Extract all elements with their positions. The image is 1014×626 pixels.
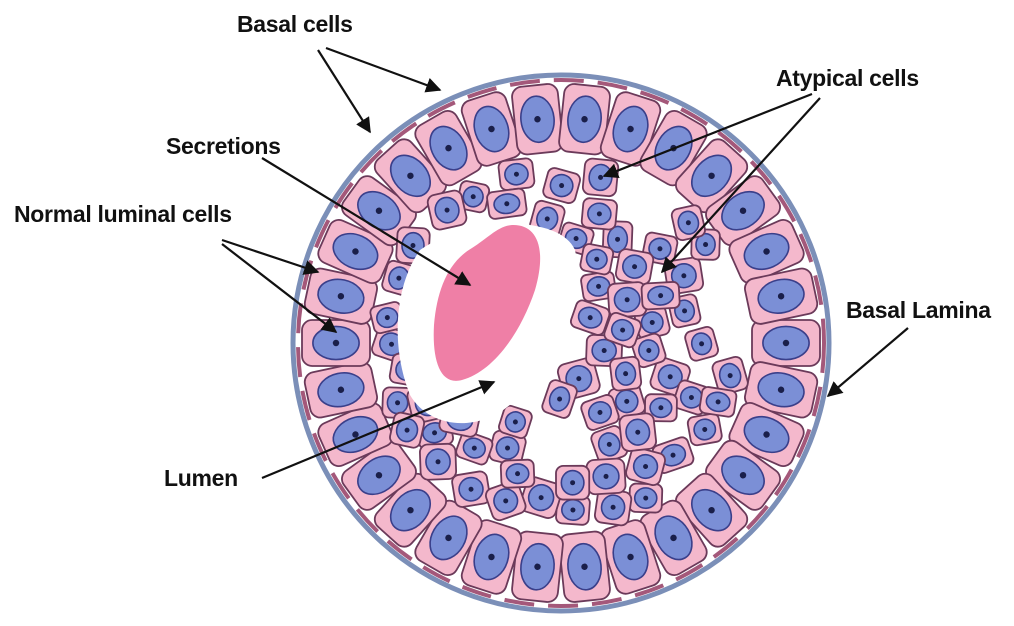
arrow-basal-cells-2 [326, 48, 440, 90]
label-normal-luminal-cells: Normal luminal cells [14, 201, 232, 227]
nucleolus [333, 340, 339, 346]
label-secretions: Secretions [166, 133, 281, 159]
atypical-cell [556, 466, 589, 500]
normal-luminal-cell [511, 83, 564, 155]
atypical-cell [582, 158, 619, 197]
atypical-cell [641, 282, 680, 310]
atypical-cell [451, 470, 491, 508]
atypical-cell [609, 356, 642, 391]
atypical-cell [615, 248, 655, 285]
atypical-cell [687, 413, 723, 447]
normal-luminal-cell [752, 320, 820, 366]
normal-luminal-cell [558, 531, 611, 603]
nucleolus [783, 340, 789, 346]
label-basal-cells: Basal cells [237, 11, 353, 37]
atypical-cell [586, 458, 626, 495]
atypical-cell [619, 413, 657, 452]
atypical-cell [581, 198, 617, 230]
atypical-cell [498, 158, 535, 191]
atypical-cell [426, 189, 468, 231]
arrow-basal-lamina [828, 328, 908, 396]
nucleolus [570, 480, 575, 485]
atypical-cell [629, 483, 662, 512]
atypical-cell [501, 459, 535, 488]
atypical-cell [486, 188, 527, 220]
atypical-cell [579, 243, 614, 275]
atypical-cell [420, 444, 457, 480]
normal-luminal-cell [302, 320, 370, 366]
label-basal-lamina: Basal Lamina [846, 297, 991, 323]
atypical-cell [670, 204, 706, 241]
atypical-cell [699, 386, 737, 417]
label-atypical-cells: Atypical cells [776, 65, 919, 91]
label-lumen: Lumen [164, 465, 238, 491]
